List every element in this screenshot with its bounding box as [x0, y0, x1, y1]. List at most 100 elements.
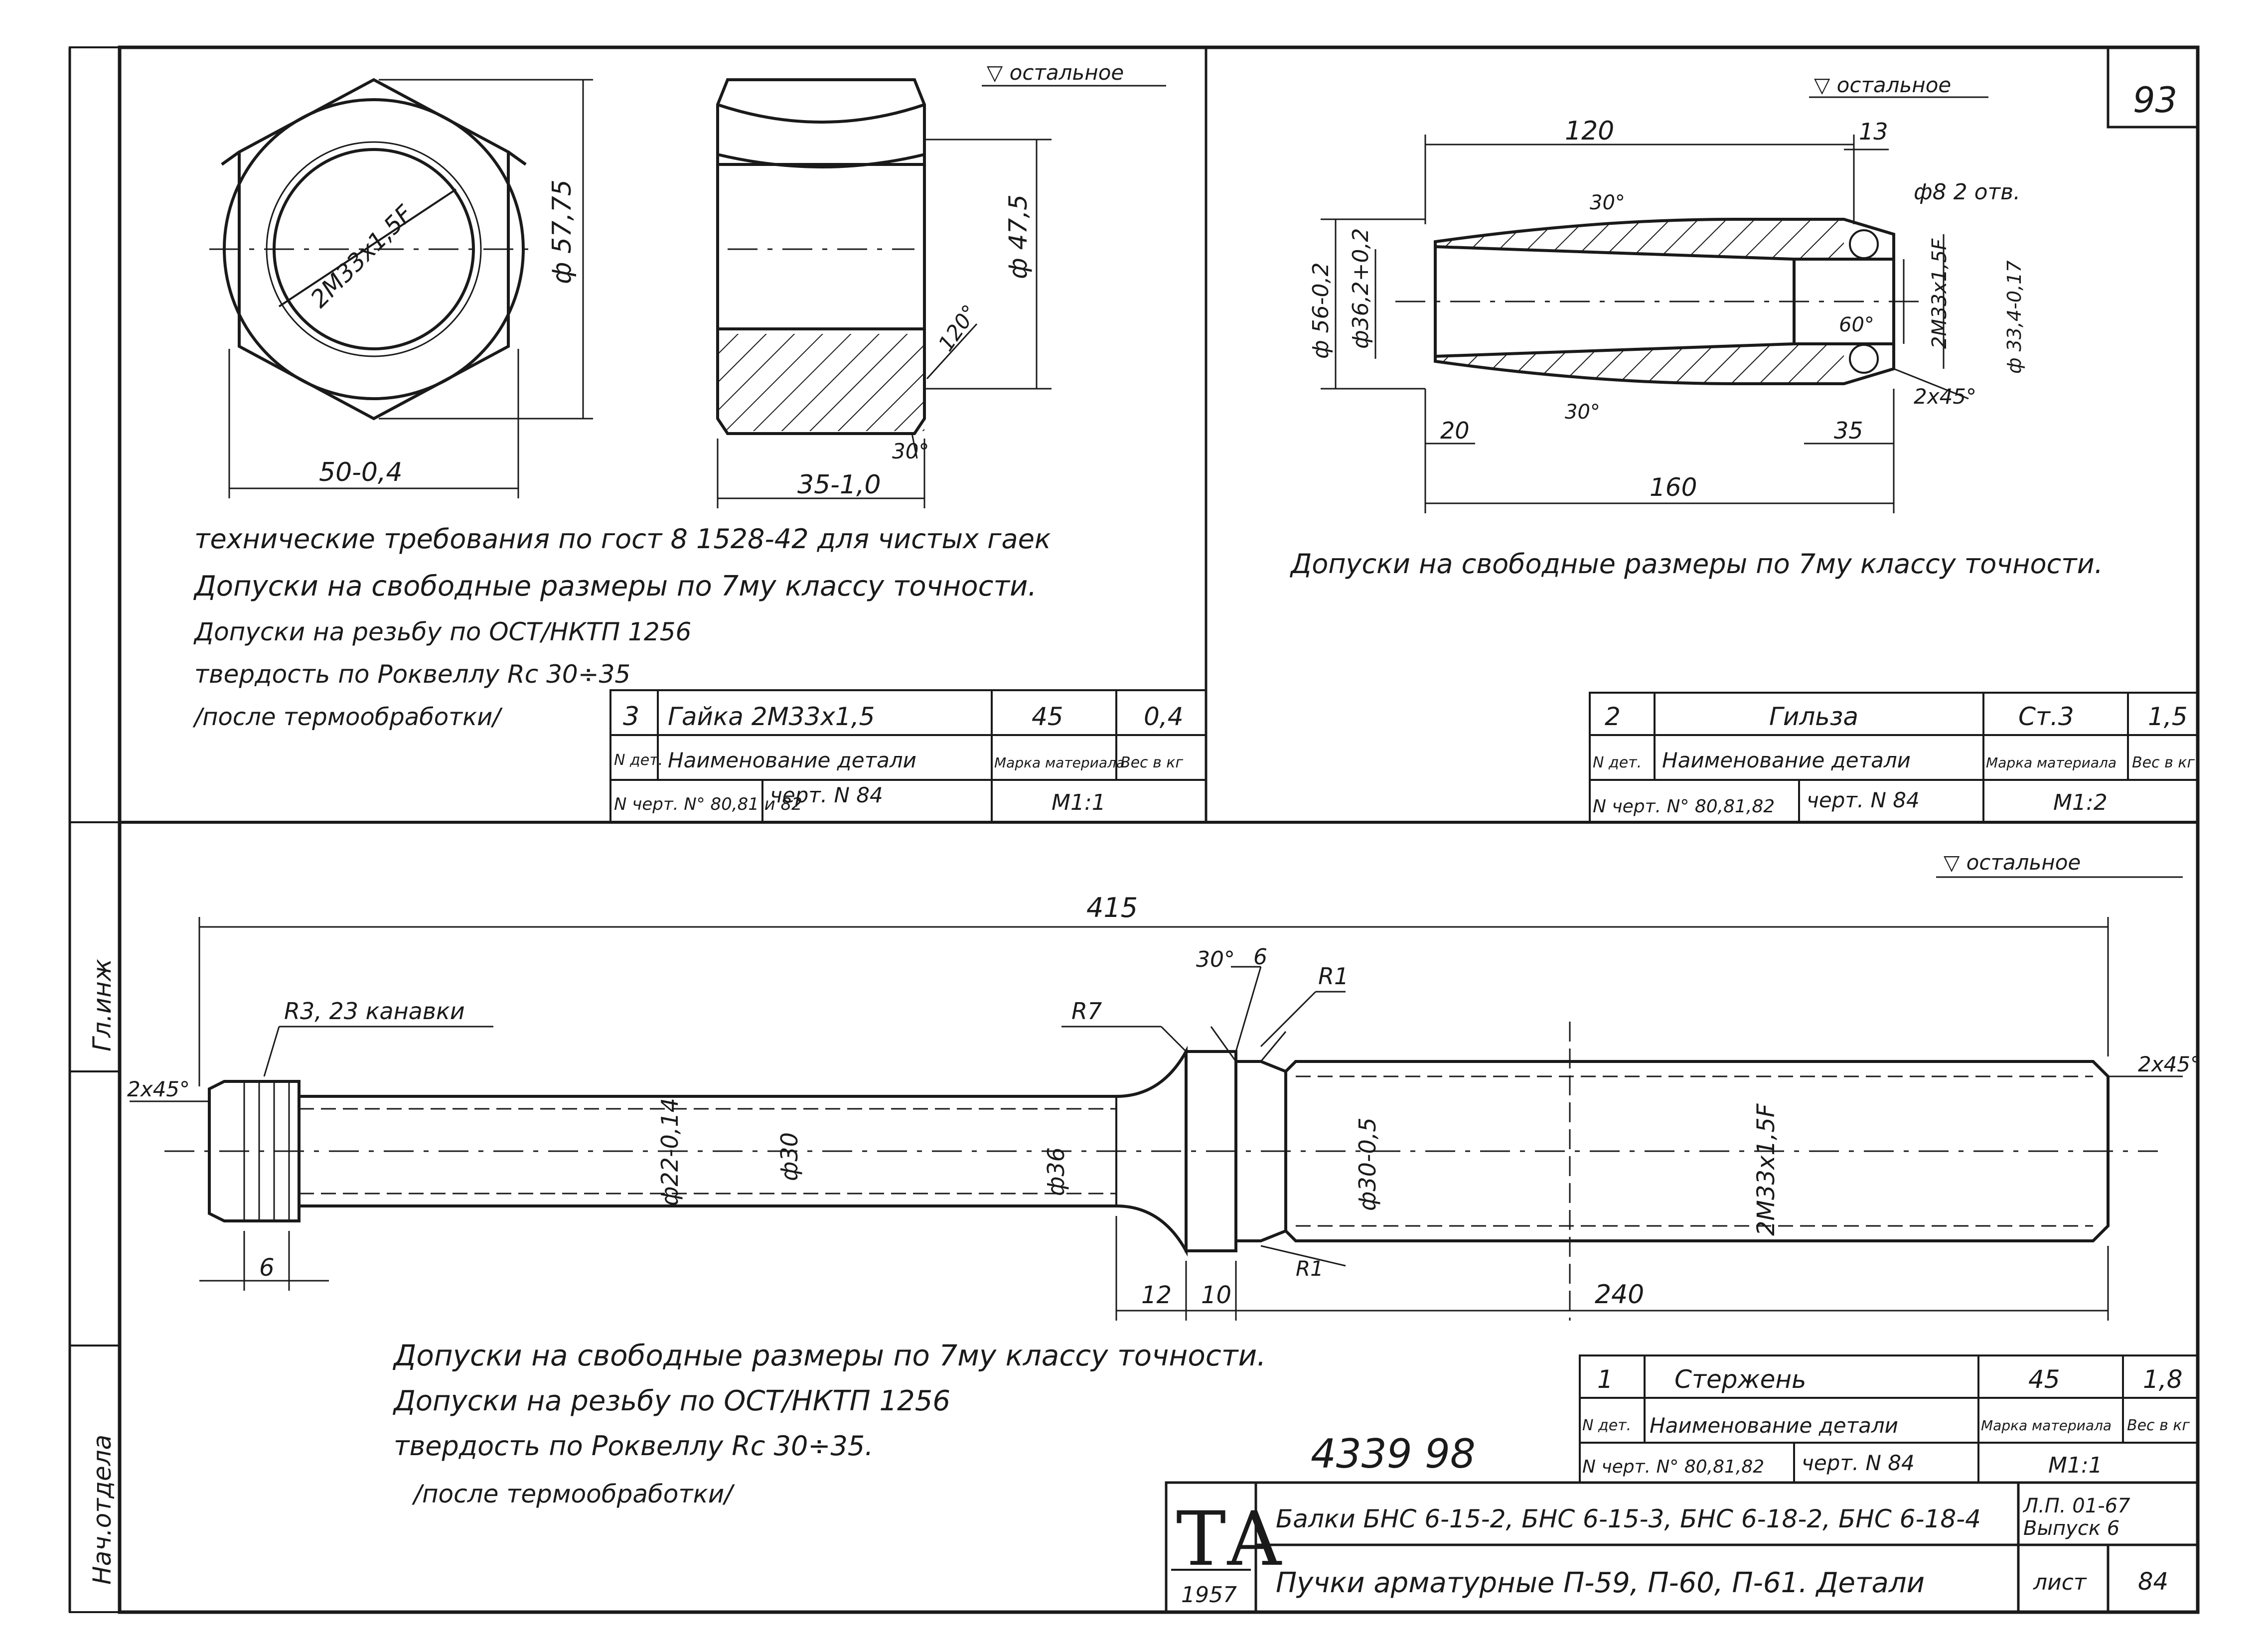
nut-note-1: технические требования по гост 8 1528-42…: [194, 523, 1051, 555]
nut-section: ▽ остальное 2М33x1,5F ф 57,75 50-0,4: [192, 60, 1207, 823]
rod-note-2: Допуски на резьбу по ОСТ/НКТП 1256: [392, 1385, 950, 1417]
title-issue: Выпуск 6: [2023, 1517, 2119, 1540]
rod-table-pos: 1: [1597, 1365, 1613, 1394]
nut-dim-length: 35-1,0: [797, 470, 881, 500]
rod-dim-6b: 6: [1253, 944, 1267, 970]
sleeve-table-weight: 1,5: [2148, 702, 2188, 731]
rod-r7: R7: [1071, 998, 1102, 1025]
nut-table-h-material: Марка материала: [994, 754, 1125, 771]
sleeve-chamfer: 2x45°: [1914, 384, 1976, 409]
rod-dia-36: ф36: [1043, 1147, 1069, 1196]
title-logo: ТА: [1176, 1496, 1283, 1583]
sleeve-table-name: Гильза: [1769, 702, 1858, 731]
sleeve-table-h-pos: N дет.: [1593, 754, 1642, 771]
sleeve-table-drawing-ref: N черт. N° 80,81,82: [1593, 796, 1775, 817]
rod-note-3: твердость по Роквеллу Rc 30÷35.: [394, 1430, 873, 1462]
rod-dim-12: 12: [1141, 1281, 1172, 1309]
sleeve-dia-56: ф 56-0,2: [1308, 263, 1334, 359]
nut-table-h-name: Наименование детали: [668, 748, 916, 772]
sleeve-table-scale: М1:2: [2053, 790, 2108, 815]
sleeve-angle-60: 60°: [1839, 313, 1874, 336]
nut-dim-chamfer-dia: ф 47,5: [1004, 194, 1033, 279]
rod-dim-415: 415: [1086, 892, 1138, 923]
sleeve-table-h-material: Марка материала: [1986, 754, 2117, 771]
rod-chamfer-left: 2x45°: [127, 1077, 190, 1101]
rod-r1: R1: [1318, 963, 1349, 990]
title-year: 1957: [1181, 1582, 1237, 1608]
rod-table-h-name: Наименование детали: [1650, 1413, 1898, 1438]
title-sheet-no: 84: [2138, 1568, 2168, 1596]
rod-note-1: Допуски на свободные размеры по 7му клас…: [392, 1339, 1266, 1372]
sleeve-surface-note: ▽ остальное: [1814, 73, 1951, 97]
sleeve-dim-13: 13: [1859, 118, 1888, 145]
title-block: ТА 1957 Балки БНС 6-15-2, БНС 6-15-3, БН…: [1165, 1481, 2199, 1614]
sheet-frame: [68, 45, 2200, 1614]
nut-note-4: твердость по Роквеллу Rc 30÷35: [194, 660, 630, 689]
rod-r1b: R1: [1296, 1256, 1324, 1281]
rod-dim-6a: 6: [259, 1254, 275, 1282]
sleeve-dims: [1321, 135, 1969, 513]
sleeve-table-detail-ref: черт. N 84: [1807, 788, 1920, 812]
nut-parts-table: [609, 689, 1207, 823]
sleeve-note: Допуски на свободные размеры по 7му клас…: [1290, 548, 2103, 580]
rod-thread: 2М33x1,5F: [1752, 1103, 1780, 1236]
nut-note-2: Допуски на свободные размеры по 7му клас…: [193, 570, 1037, 602]
sleeve-dim-160: 160: [1650, 473, 1697, 502]
sleeve-dim-120: 120: [1565, 116, 1614, 146]
sleeve-table-h-weight: Вес в кг: [2132, 754, 2195, 771]
rod-table-h-material: Марка материала: [1981, 1417, 2112, 1434]
nut-dim-height: ф 57,75: [547, 179, 577, 284]
nut-chamfer-dim: [911, 139, 1052, 459]
left-margin-strip: Нач.отдела Гл.инж: [69, 46, 121, 1613]
rod-dim-10: 10: [1201, 1281, 1231, 1309]
nut-front-view: [209, 78, 538, 421]
rod-table-weight: 1,8: [2143, 1365, 2183, 1394]
sleeve-dia-right: ф 33,4-0,17: [2003, 261, 2025, 374]
sleeve-section: ▽ остальное: [1290, 73, 2199, 823]
nut-table-weight: 0,4: [1144, 702, 1184, 731]
sleeve-table-material: Ст.3: [2018, 702, 2074, 731]
rod-section: ▽ остальное: [127, 850, 2201, 1508]
rod-chamfer-right: 2x45°: [2138, 1052, 2201, 1076]
nut-width-dim: [228, 349, 519, 498]
rod-outline: [164, 1046, 2158, 1257]
rod-grooves: R3, 23 канавки: [284, 998, 465, 1025]
rod-dia-30: ф30: [776, 1132, 803, 1181]
nut-table-h-pos: N дет.: [614, 751, 663, 769]
rod-table-h-weight: Вес в кг: [2127, 1417, 2190, 1434]
title-line-2: Пучки арматурные П-59, П-60, П-61. Детал…: [1276, 1567, 1925, 1599]
nut-note-3: Допуски на резьбу по ОСТ/НКТП 1256: [193, 617, 691, 646]
nut-table-scale: М1:1: [1052, 790, 1106, 815]
margin-label-1: Нач.отдела: [88, 1435, 117, 1585]
nut-height-dim: [379, 79, 593, 420]
sleeve-table-pos: 2: [1605, 702, 1621, 731]
rod-note-4: /после термообработки/: [412, 1480, 735, 1508]
sleeve-table-h-name: Наименование детали: [1662, 748, 1911, 772]
margin-label-2: Гл.инж: [88, 959, 117, 1051]
sleeve-angle-30b: 30°: [1565, 401, 1600, 424]
nut-thread-label: 2М33x1,5F: [305, 199, 419, 313]
nut-note-5: /после термообработки/: [192, 703, 503, 731]
rod-table-h-pos: N дет.: [1582, 1417, 1631, 1434]
page-number: 93: [2133, 80, 2177, 121]
rod-table-scale: М1:1: [2048, 1453, 2103, 1478]
nut-table-drawing-ref: N черт. N° 80,81 и 82: [614, 794, 802, 814]
sleeve-angle-30a: 30°: [1590, 191, 1625, 214]
nut-length-dim: [717, 439, 925, 508]
page-number-box: 93: [2107, 47, 2198, 129]
title-album-ref: Л.П. 01-67: [2022, 1495, 2130, 1517]
rod-dia-30b: ф30-0,5: [1354, 1117, 1381, 1211]
nut-dim-width: 50-0,4: [319, 457, 403, 487]
rod-table-drawing-ref: N черт. N° 80,81,82: [1582, 1457, 1764, 1477]
nut-table-h-weight: Вес в кг: [1120, 754, 1183, 771]
sleeve-dim-20: 20: [1440, 417, 1470, 444]
sleeve-dia-36: ф36,2+0,2: [1348, 228, 1373, 349]
rod-angle-30: 30°: [1196, 947, 1235, 972]
rod-table-material: 45: [2028, 1365, 2060, 1394]
nut-table-material: 45: [1032, 702, 1063, 731]
title-line-1: Балки БНС 6-15-2, БНС 6-15-3, БНС 6-18-2…: [1276, 1504, 1981, 1533]
nut-angle-30: 30°: [892, 439, 929, 463]
rod-surface-note: ▽ остальное: [1944, 850, 2081, 875]
nut-table-detail-ref: черт. N 84: [770, 783, 883, 807]
